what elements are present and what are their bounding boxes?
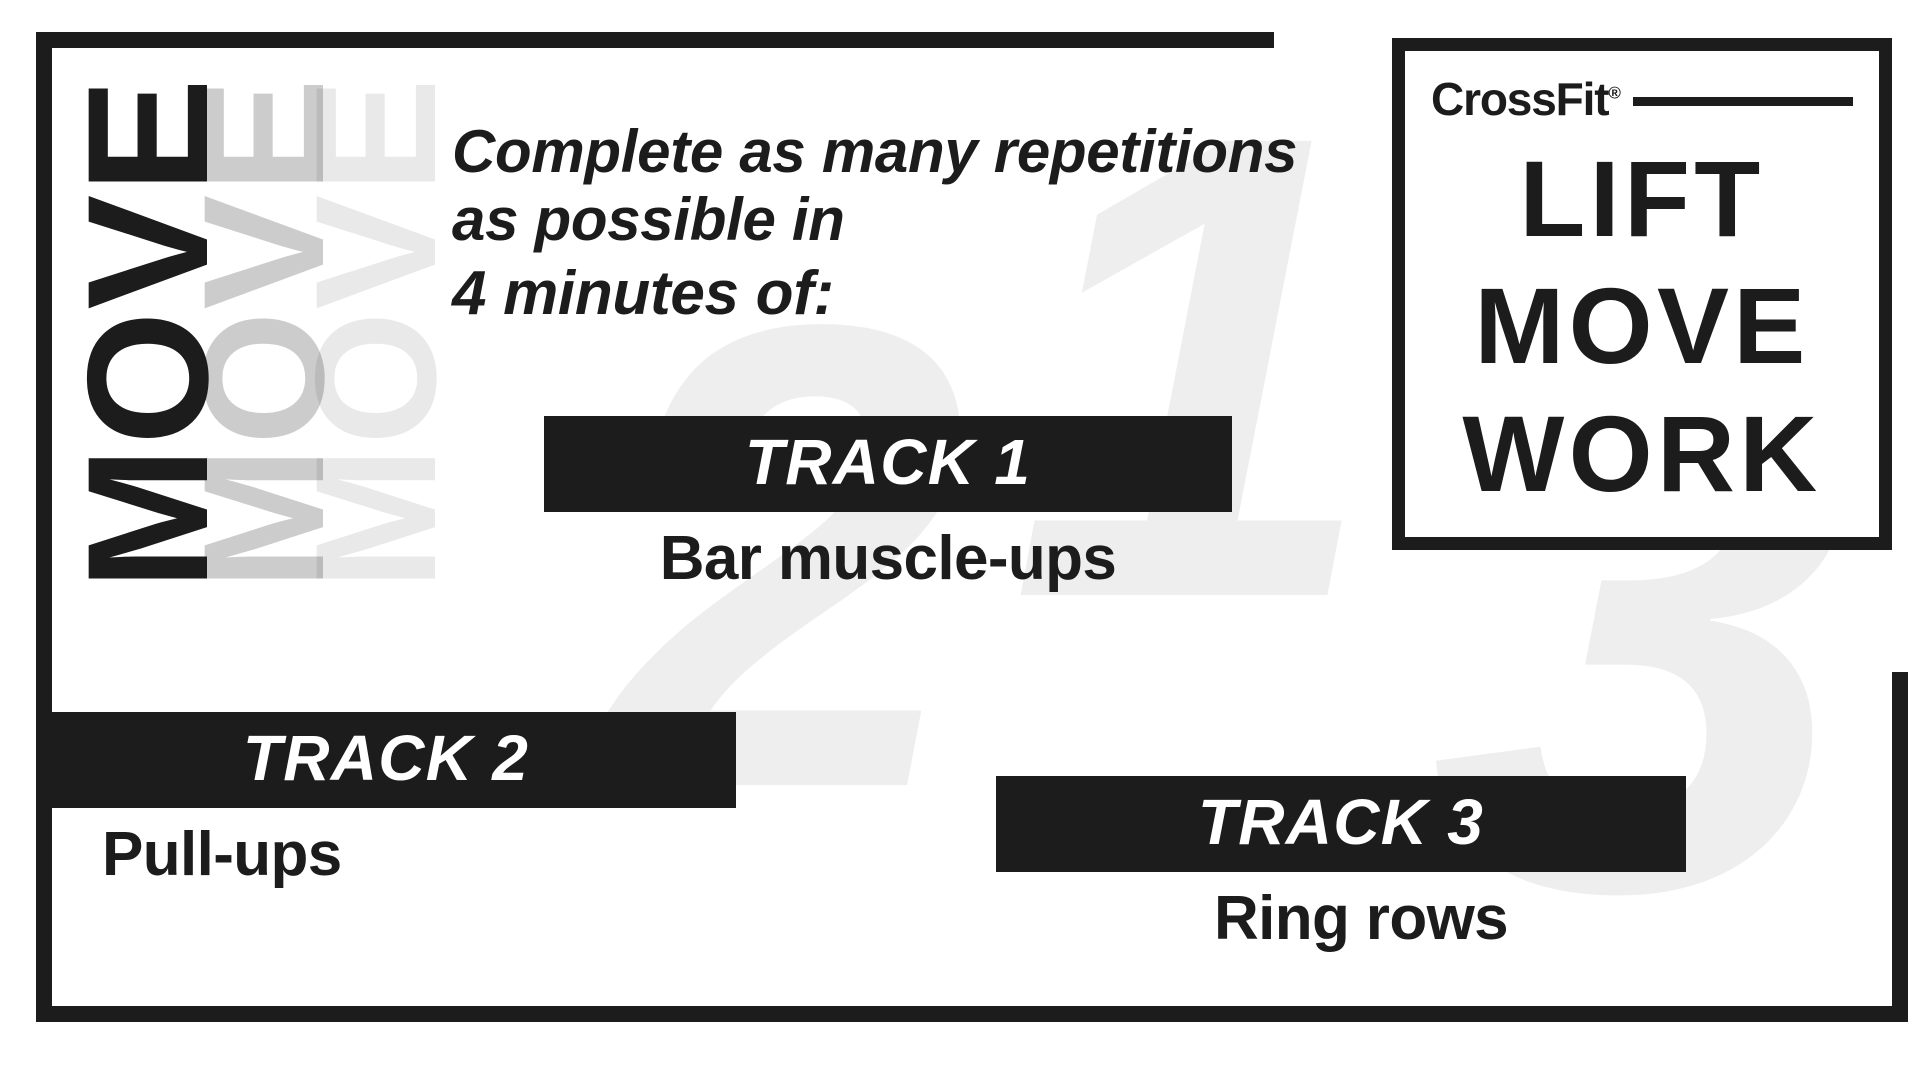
frame-bar-right: [1892, 672, 1908, 1022]
logo-line-move: MOVE: [1474, 265, 1810, 387]
instructions-line-3: 4 minutes of:: [452, 258, 834, 328]
trademark-symbol: ®: [1608, 83, 1621, 103]
track-2-movement: Pull-ups: [102, 820, 342, 889]
crossfit-lift-move-work-logo: CrossFit® LIFT MOVE WORK: [1392, 38, 1892, 550]
move-word-echo-2: MOVE: [280, 76, 472, 590]
crossfit-wordmark-text: CrossFit: [1431, 73, 1610, 125]
track-3-block: TRACK 3 Ring rows: [996, 776, 1686, 951]
logo-word-lines: LIFT MOVE WORK: [1431, 135, 1853, 517]
logo-line-lift: LIFT: [1519, 138, 1765, 259]
track-1-band: TRACK 1: [544, 416, 1232, 512]
track-1-movement: Bar muscle-ups: [659, 524, 1117, 593]
track-3-band: TRACK 3: [996, 776, 1686, 872]
logo-wordmark-row: CrossFit®: [1431, 73, 1853, 125]
crossfit-wordmark: CrossFit®: [1431, 76, 1621, 122]
instructions-line-2: repetitions as possible in: [452, 118, 1298, 254]
logo-line-work: WORK: [1462, 392, 1822, 514]
track-3-movement: Ring rows: [1213, 884, 1509, 953]
instructions-line-1: Complete as many: [452, 118, 978, 185]
track-2-block: TRACK 2 Pull-ups: [36, 712, 736, 887]
workout-instructions: Complete as many repetitions as possible…: [452, 118, 1362, 329]
move-side-banner: MOVE MOVE MOVE: [0, 0, 520, 620]
logo-horizontal-rule: [1632, 96, 1853, 106]
track-2-band: TRACK 2: [36, 712, 736, 808]
track-1-block: TRACK 1 Bar muscle-ups: [544, 416, 1232, 591]
frame-bar-bottom: [36, 1006, 1908, 1022]
